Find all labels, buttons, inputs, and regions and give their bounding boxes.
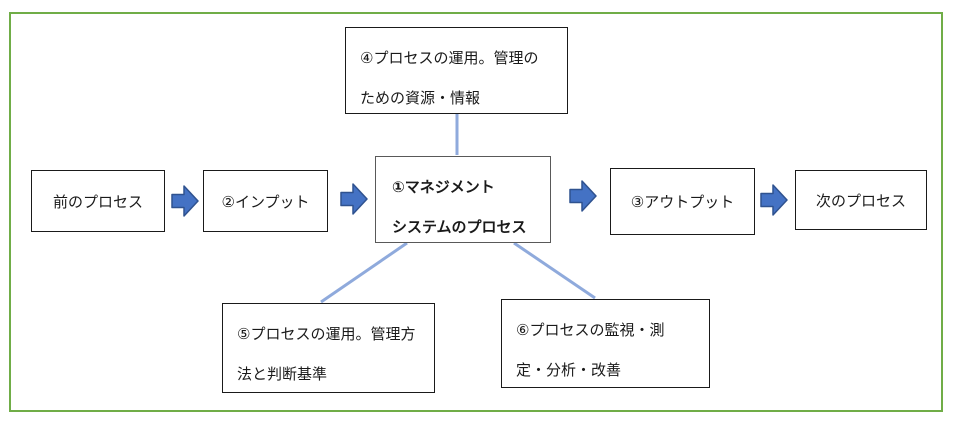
box-process-method-criteria-line2: 法と判断基準: [237, 365, 328, 383]
box-process-method-criteria-line1: ⑤プロセスの運用。管理方: [237, 325, 416, 343]
box-next-process: 次のプロセス: [795, 170, 927, 230]
box-management-system-process-line2: システムのプロセス: [392, 218, 527, 236]
box-output: ③アウトプット: [610, 168, 755, 235]
flow-arrow-icon-2: [340, 183, 368, 215]
box-previous-process-label: 前のプロセス: [52, 192, 143, 211]
box-process-resources-line1: ④プロセスの運用。管理の: [360, 49, 539, 67]
box-process-resources: ④プロセスの運用。管理の ための資源・情報: [345, 27, 568, 114]
box-process-resources-line2: ための資源・情報: [360, 89, 481, 107]
box-output-label: ③アウトプット: [630, 193, 735, 211]
flow-arrow-icon-3: [569, 180, 597, 212]
box-input: ②インプット: [203, 170, 328, 232]
box-input-label: ②インプット: [221, 192, 310, 211]
box-process-monitoring-line2: 定・分析・改善: [516, 361, 622, 379]
box-previous-process: 前のプロセス: [31, 170, 165, 232]
box-process-monitoring-line1: ⑥プロセスの監視・測: [516, 321, 665, 339]
diagram-border-frame: [9, 12, 943, 412]
box-process-method-criteria: ⑤プロセスの運用。管理方 法と判断基準: [222, 303, 435, 393]
box-process-monitoring: ⑥プロセスの監視・測 定・分析・改善: [501, 299, 710, 388]
box-management-system-process-line1: ①マネジメント: [392, 178, 495, 196]
flow-arrow-icon-4: [760, 184, 788, 216]
box-management-system-process: ①マネジメント システムのプロセス: [375, 156, 551, 243]
flow-arrow-icon-1: [171, 185, 199, 217]
box-next-process-label: 次のプロセス: [815, 191, 906, 210]
